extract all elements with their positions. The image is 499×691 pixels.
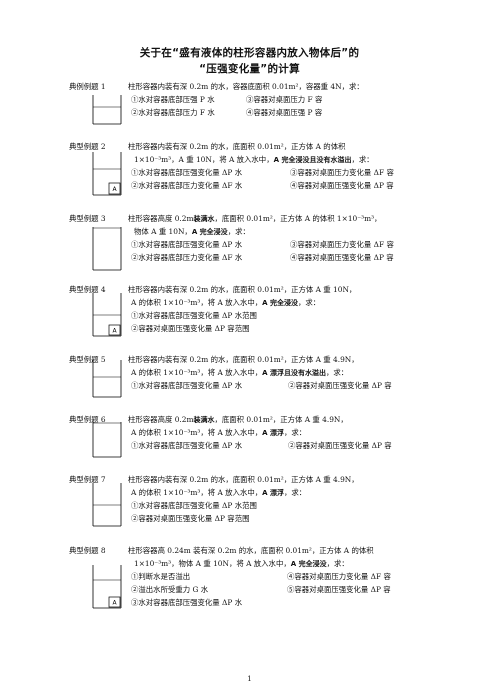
container-figure [92, 483, 122, 527]
container-figure [92, 95, 122, 125]
block-a [108, 596, 121, 608]
sub-question: ②容器对桌面压强变化量 ΔP 容 [288, 441, 392, 450]
problem-label: 典型例题 2 [69, 142, 106, 151]
emphasis-condition: 装满水 [193, 215, 215, 223]
problem-stem: 柱形容器高 0.24m 装有深 0.2m 的水，底面积 0.01m²，正方体 A… [128, 546, 374, 555]
problem-stem: A 的体积 1×10⁻³m³，将 A 放入水中，A 完全浸没，求： [131, 298, 321, 307]
sub-question: ①水对容器底部压强变化量 ΔP 水 [131, 381, 243, 390]
block-a [108, 182, 121, 195]
container-figure: A [92, 293, 122, 337]
sub-question: ④容器对桌面压强变化量 ΔP 容 [290, 181, 394, 190]
container-figure: A [92, 565, 122, 609]
emphasis-condition: A 完全浸没 [290, 560, 327, 568]
emphasis-condition: A 完全浸没 [262, 299, 298, 307]
sub-question: ②水对容器底部压力 F 水 [131, 108, 215, 117]
sub-question: ①水对容器底部压强变化量 ΔP 水 [131, 441, 243, 450]
sub-question: ①水对容器底部压强变化量 ΔP 水 [131, 168, 243, 177]
problem-label: 典型例题 7 [69, 475, 106, 484]
problem-stem: 1×10⁻³m³，物体 A 重 10N，将 A 放入水中，A 完全浸没，求： [134, 559, 349, 568]
emphasis-condition: A 漂浮 [262, 429, 284, 437]
sub-question: ③容器对桌面压力 F 容 [246, 95, 323, 104]
sub-question: ①判断水是否溢出 [131, 572, 191, 581]
problem-stem: 1×10⁻³m³，A 重 10N，将 A 放入水中，A 完全浸没且没有水溢出，求… [134, 155, 374, 164]
sub-question: ④容器对桌面压强 P 容 [246, 108, 323, 117]
sub-question: ①水对容器底部压强变化量 ΔP 水 [131, 240, 243, 249]
emphasis-condition: A 漂浮且没有水溢出 [262, 369, 326, 377]
problem-stem: 柱形容器内装有深 0.2m 的水，底面积 0.01m²，正方体 A 重 4.9N… [128, 475, 359, 484]
svg-text:A: A [112, 600, 117, 607]
sub-question: ②容器对桌面压强变化量 ΔP 容范围 [131, 324, 250, 333]
document-title-line2: “压强变化量”的计算 [199, 63, 300, 75]
block-a [108, 324, 121, 336]
problem-label: 典例例题 1 [69, 82, 106, 91]
sub-question: ②水对容器底部压力变化量 ΔF 水 [131, 253, 243, 262]
sub-question: ①水对容器底部压强变化量 ΔP 水范围 [131, 311, 257, 320]
sub-question: ⑤容器对桌面压强变化量 ΔP 容 [287, 585, 391, 594]
container-figure [92, 422, 122, 458]
problem-stem: 柱形容器内装有深 0.2m 的水，底面积 0.01m²，正方体 A 重 4.9N… [128, 355, 359, 364]
svg-text:A: A [112, 186, 117, 193]
emphasis-condition: A 完全浸没 [191, 228, 228, 236]
container-figure [92, 360, 122, 398]
sub-question: ③容器对桌面压力变化量 ΔF 容 [290, 240, 394, 249]
problem-label: 典型例题 5 [69, 355, 106, 364]
problem-stem: 物体 A 重 10N，A 完全浸没，求： [134, 227, 250, 236]
sub-question: ①水对容器底部压强 P 水 [131, 95, 215, 104]
page-number: 1 [247, 675, 252, 683]
problem-label: 典型例题 3 [69, 214, 106, 223]
document-title-line1: 关于在“盛有液体的柱形容器内放入物体后”的 [139, 47, 360, 59]
sub-question: ③容器对桌面压力变化量 ΔF 容 [290, 168, 394, 177]
sub-question: ④容器对桌面压力变化量 ΔF 容 [287, 572, 391, 581]
sub-question: ④容器对桌面压强变化量 ΔP 容 [290, 253, 394, 262]
sub-question: ②容器对桌面压强变化量 ΔP 容 [288, 381, 392, 390]
sub-question: ②容器对桌面压强变化量 ΔP 容范围 [131, 514, 250, 523]
problem-stem: A 的体积 1×10⁻³m³，将 A 放入水中，A 漂浮，求： [131, 428, 307, 437]
problem-stem: 柱形容器内装有深 0.2m 的水，底面积 0.01m²，正方体 A 的体积 [128, 142, 346, 151]
emphasis-condition: 装满水 [193, 416, 215, 424]
container-figure: A [92, 152, 122, 196]
problem-stem: 柱形容器内装有深 0.2m 的水，底面积 0.01m²，正方体 A 重 10N， [128, 285, 357, 294]
svg-text:A: A [112, 328, 117, 335]
sub-question: ①水对容器底部压强变化量 ΔP 水范围 [131, 501, 257, 510]
problem-stem: 柱形容器高度 0.2m装满水，底面积 0.01m²，正方体 A 重 4.9N， [128, 415, 348, 424]
sub-question: ②溢出水所受重力 G 水 [131, 585, 209, 594]
problem-label: 典型例题 4 [69, 285, 106, 294]
emphasis-condition: A 完全浸没且没有水溢出 [273, 156, 352, 164]
sub-question: ②水对容器底部压力变化量 ΔF 水 [131, 181, 243, 190]
problem-label: 典型例题 6 [69, 415, 106, 424]
sub-question: ③水对容器底部压强变化量 ΔP 水 [131, 598, 243, 607]
problem-label: 典型例题 8 [69, 546, 106, 555]
problem-stem: 柱形容器高度 0.2m装满水，底面积 0.01m²，正方体 A 的体积 1×10… [128, 214, 382, 223]
problem-stem: 柱形容器内装有深 0.2m 的水，容器底面积 0.01m²，容器重 4N，求： [128, 82, 364, 91]
problem-stem: A 的体积 1×10⁻³m³，将 A 放入水中，A 漂浮，求： [131, 488, 307, 497]
container-figure [92, 227, 122, 271]
emphasis-condition: A 漂浮 [262, 489, 284, 497]
problem-stem: A 的体积 1×10⁻³m³，将 A 放入水中，A 漂浮且没有水溢出，求： [131, 368, 349, 377]
